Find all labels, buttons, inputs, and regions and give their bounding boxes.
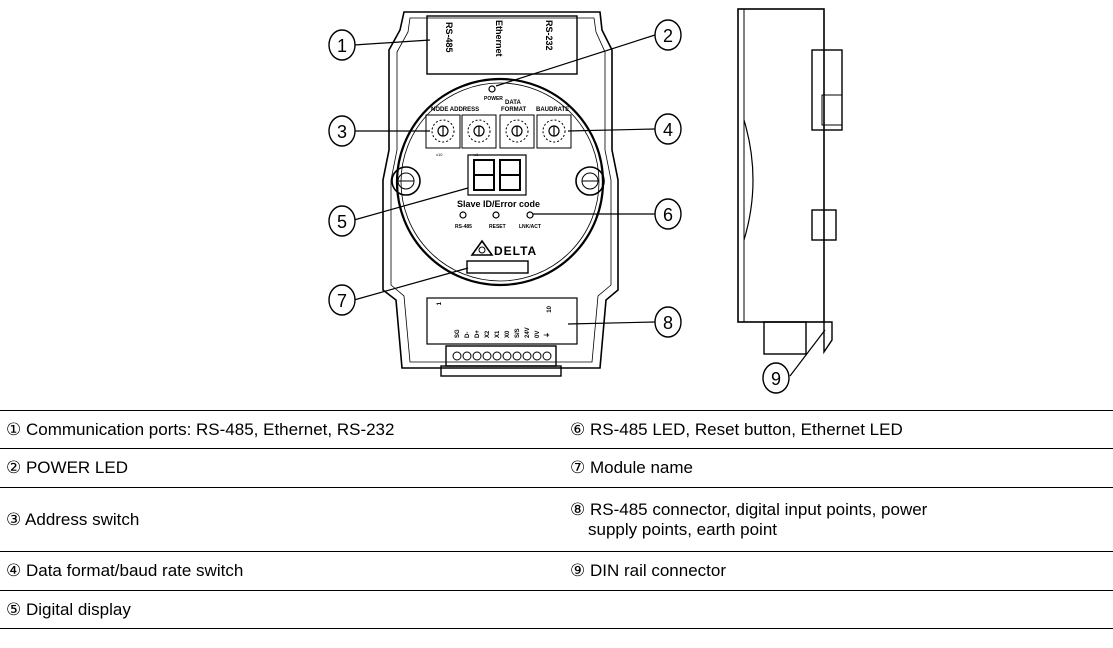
callout-1: 1 [337, 36, 347, 56]
legend-row: ① Communication ports: RS-485, Ethernet,… [0, 410, 1113, 449]
baudrate-label: BAUDRATE [536, 107, 569, 113]
callout-7: 7 [337, 291, 347, 311]
callout-circles [328, 19, 790, 394]
module-outline [382, 11, 619, 369]
callout-9-circle [762, 362, 790, 394]
callout-4: 4 [663, 120, 673, 140]
legend-item-5: ⑤ Digital display [0, 590, 546, 629]
module-front-view [382, 11, 619, 377]
delta-logo-icon [470, 239, 494, 256]
callout-6: 6 [663, 205, 673, 225]
legend-item-8-line-2: supply points, earth point [588, 519, 778, 539]
side-body [737, 8, 825, 323]
callout-4-circle [654, 113, 682, 145]
din-rail-lower [811, 209, 837, 241]
reset-label: RESET [489, 224, 506, 230]
terminal-label-dplus: D+ [475, 330, 481, 338]
legend-item-3: ③ Address switch [0, 487, 546, 552]
terminal-label-sg: SG [455, 329, 461, 338]
module-inner-outline [390, 17, 612, 363]
rotary-switch-baudrate [536, 114, 572, 149]
callout-5-circle [328, 205, 356, 237]
brand-logo-text: DELTA [494, 244, 537, 258]
terminal-holes [452, 351, 552, 361]
legend-item-4: ④ Data format/baud rate switch [0, 551, 546, 591]
port-label-rs485: RS-485 [444, 22, 454, 53]
terminal-label-24v: 24V [525, 327, 531, 338]
side-connector [763, 321, 807, 355]
legend-item-6: ⑥ RS-485 LED, Reset button, Ethernet LED [546, 410, 1113, 449]
callout-1-circle [328, 29, 356, 61]
legend-item-2: ② POWER LED [0, 448, 546, 488]
terminal-label-dminus: D- [465, 332, 471, 338]
callout-5: 5 [337, 212, 347, 232]
terminal-label-ss: S/S [515, 328, 521, 338]
rotary-switch-node-x10 [425, 114, 461, 149]
din-rail-upper [811, 49, 843, 131]
x1-mark: x1 [474, 152, 479, 157]
legend-table: ① Communication ports: RS-485, Ethernet,… [0, 410, 1113, 629]
data-format-label-1: DATA [505, 100, 521, 106]
callout-2-circle [654, 19, 682, 51]
callout-numbers: 1 2 3 4 5 6 7 8 9 [337, 26, 781, 389]
power-led [488, 85, 496, 93]
module-side-view [737, 8, 843, 355]
terminal-label-earth: ⏚ [544, 332, 551, 338]
reset-button [492, 211, 500, 219]
callout-6-circle [654, 198, 682, 230]
legend-item-9: ⑨ DIN rail connector [546, 551, 1113, 591]
rs485-led-label: RS-485 [455, 224, 472, 230]
legend-item-8: ⑧ RS-485 connector, digital input points… [546, 487, 1113, 552]
callout-9: 9 [771, 369, 781, 389]
ethernet-led [526, 211, 534, 219]
legend-row: ④ Data format/baud rate switch ⑨ DIN rai… [0, 551, 1113, 591]
legend-row: ② POWER LED ⑦ Module name [0, 448, 1113, 488]
terminal-pin-1: 1 [437, 301, 443, 305]
terminal-label-x0: X0 [505, 330, 511, 338]
data-format-label-2: FORMAT [501, 107, 527, 113]
port-labels: RS-485 Ethernet RS-232 [444, 20, 554, 57]
module-name-plate [466, 260, 529, 274]
callout-8: 8 [663, 313, 673, 333]
module-diagram: RS-485 Ethernet RS-232 POWER NODE ADDRES… [328, 8, 843, 394]
terminal-panel [426, 297, 578, 345]
rotary-switch-data-format [499, 114, 535, 149]
x10-mark: x10 [436, 152, 443, 157]
legend-row: ⑤ Digital display [0, 590, 1113, 629]
rotary-switch-node-x1 [461, 114, 497, 149]
callout-3-circle [328, 115, 356, 147]
seven-segment-display [467, 154, 527, 196]
display-caption: Slave ID/Error code [457, 199, 540, 209]
port-window [426, 15, 578, 75]
right-screw-hole [575, 166, 605, 196]
node-address-label: NODE ADDRESS [431, 107, 479, 113]
callout-7-circle [328, 284, 356, 316]
port-label-ethernet: Ethernet [494, 20, 504, 57]
left-screw-hole [391, 166, 421, 196]
power-led-label: POWER [484, 96, 503, 102]
front-dial [395, 77, 605, 287]
legend-item-8-line-1: ⑧ RS-485 connector, digital input points… [570, 499, 928, 519]
port-label-rs232: RS-232 [544, 20, 554, 51]
legend-item-7: ⑦ Module name [546, 448, 1113, 488]
callout-2: 2 [663, 26, 673, 46]
callouts [353, 34, 826, 377]
terminal-label-x2: X2 [485, 330, 491, 338]
rs485-led [459, 211, 467, 219]
side-bulge [743, 119, 754, 241]
callout-3: 3 [337, 122, 347, 142]
legend-item-1: ① Communication ports: RS-485, Ethernet,… [0, 410, 546, 449]
terminal-label-0v: 0V [535, 331, 541, 338]
front-dial-inner [400, 82, 600, 282]
lnk-act-label: LNK/ACT [519, 224, 541, 230]
din-rail-clip [823, 321, 833, 355]
terminal-pin-10: 10 [547, 305, 553, 312]
legend-item-empty [546, 590, 1113, 629]
terminal-labels: SG D- D+ X2 X1 X0 S/S 24V 0V ⏚ [455, 327, 551, 338]
legend-row: ③ Address switch ⑧ RS-485 connector, dig… [0, 487, 1113, 552]
callout-8-circle [654, 306, 682, 338]
terminal-label-x1: X1 [495, 330, 501, 338]
